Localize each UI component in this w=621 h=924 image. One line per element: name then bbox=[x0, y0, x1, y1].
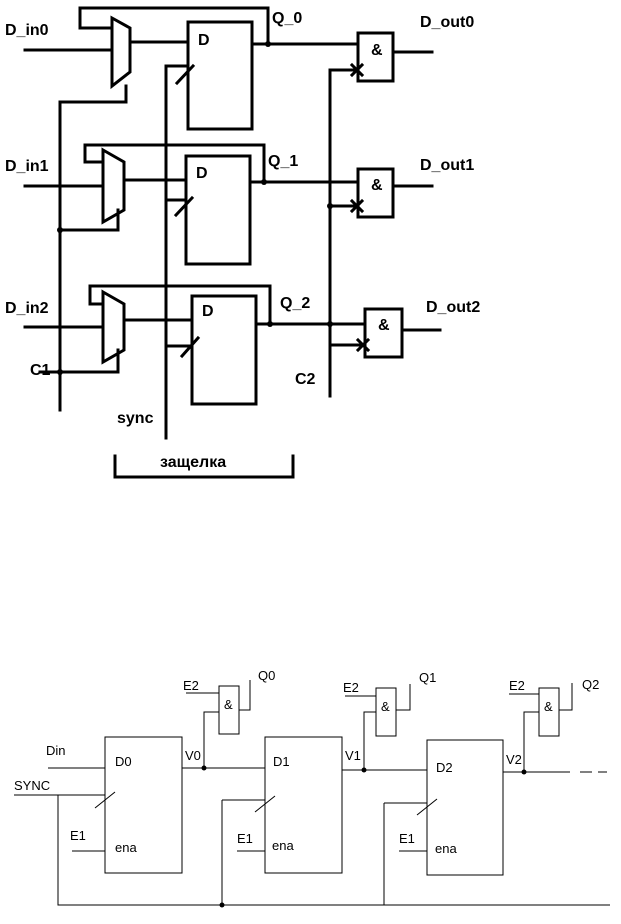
sync-bus bbox=[164, 64, 194, 440]
q0-out bbox=[239, 680, 251, 711]
and-b1-label: & bbox=[381, 699, 390, 714]
stage-1 bbox=[23, 143, 434, 266]
q2-label: Q_2 bbox=[280, 295, 310, 312]
stage-2 bbox=[23, 284, 442, 406]
clk-mark-b0 bbox=[94, 791, 116, 809]
v1-label: V1 bbox=[345, 748, 361, 763]
v0-to-and bbox=[203, 711, 219, 768]
d1-label: D1 bbox=[273, 754, 290, 769]
clk-mark-0 bbox=[174, 63, 196, 86]
mux-0 bbox=[110, 15, 132, 90]
ena-label-1: ena bbox=[272, 838, 294, 853]
d0-label: D0 bbox=[115, 754, 132, 769]
ena-label-0: ena bbox=[115, 840, 137, 855]
c2-bus bbox=[327, 68, 333, 398]
e1-label-0: E1 bbox=[70, 828, 86, 843]
q1-label-b: Q1 bbox=[419, 670, 436, 685]
bottom-schematic: Din SYNC E1 E1 E1 E2 E2 E2 & & & Q0 Q1 Q… bbox=[14, 668, 610, 908]
sync-label-b: SYNC bbox=[14, 778, 50, 793]
v2-to-and bbox=[523, 711, 539, 772]
ff2-d-label: D bbox=[202, 303, 214, 320]
q1-label: Q_1 bbox=[268, 153, 298, 170]
q2-feedback bbox=[88, 284, 272, 326]
e1-label-2: E1 bbox=[399, 831, 415, 846]
top-schematic: D_in0 D_in1 D_in2 D D D Q_0 Q_1 Q_2 & & … bbox=[5, 6, 480, 479]
and-b1 bbox=[375, 687, 397, 737]
d-flipflop-1 bbox=[184, 154, 252, 266]
c1-label: C1 bbox=[30, 362, 51, 379]
d-out2-label: D_out2 bbox=[426, 299, 480, 316]
v0-label: V0 bbox=[185, 748, 201, 763]
sync-label: sync bbox=[117, 410, 154, 427]
bottom-bus bbox=[57, 795, 610, 906]
and-gate-2 bbox=[363, 307, 404, 359]
c1-to-mux2 bbox=[58, 348, 120, 374]
latch-label: защелка bbox=[160, 454, 226, 471]
stage-0 bbox=[23, 6, 434, 131]
v2-label: V2 bbox=[506, 752, 522, 767]
d-out1-label: D_out1 bbox=[420, 157, 474, 174]
q2-label-b: Q2 bbox=[582, 677, 599, 692]
c2-label: C2 bbox=[295, 371, 316, 388]
e2-label-2: E2 bbox=[509, 678, 525, 693]
q0-label-b: Q0 bbox=[258, 668, 275, 683]
d-in2-label: D_in2 bbox=[5, 300, 49, 317]
e2-label-1: E2 bbox=[343, 680, 359, 695]
e2-label-0: E2 bbox=[183, 678, 199, 693]
d-in1-label: D_in1 bbox=[5, 158, 49, 175]
and-gate-1 bbox=[356, 167, 395, 219]
clk-mark-1 bbox=[173, 195, 195, 218]
and-b0-label: & bbox=[224, 697, 233, 712]
ena-label-2: ena bbox=[435, 841, 457, 856]
mux-2 bbox=[101, 289, 126, 365]
mux-1 bbox=[101, 147, 126, 225]
c1-bus bbox=[38, 84, 128, 412]
d-flipflop-0 bbox=[186, 20, 254, 131]
clk-mark-b1 bbox=[254, 795, 276, 813]
and2-label: & bbox=[378, 317, 390, 334]
din-label: Din bbox=[46, 743, 66, 758]
d2-label: D2 bbox=[436, 760, 453, 775]
q0-feedback bbox=[78, 6, 270, 46]
and-gate-0 bbox=[356, 31, 395, 83]
d-in0-label: D_in0 bbox=[5, 22, 49, 39]
v1-to-and bbox=[363, 711, 376, 770]
d-flipflop-2 bbox=[190, 294, 258, 406]
e1-label-1: E1 bbox=[237, 831, 253, 846]
q2-out bbox=[559, 683, 573, 711]
ff0-d-label: D bbox=[198, 32, 210, 49]
clk-mark-b2 bbox=[416, 798, 438, 816]
c1-to-mux0 bbox=[58, 84, 128, 104]
q0-label: Q_0 bbox=[272, 10, 302, 27]
q1-feedback bbox=[83, 143, 266, 184]
and0-label: & bbox=[371, 42, 383, 59]
ff-block-1 bbox=[264, 736, 343, 874]
and1-label: & bbox=[371, 177, 383, 194]
and-b2-label: & bbox=[544, 699, 553, 714]
ff-block-0 bbox=[104, 736, 183, 874]
q1-out bbox=[396, 684, 411, 711]
d-out0-label: D_out0 bbox=[420, 14, 474, 31]
latch-bracket bbox=[113, 454, 295, 479]
c1-to-mux1 bbox=[58, 208, 120, 232]
and-b2 bbox=[538, 687, 560, 737]
ff1-d-label: D bbox=[196, 165, 208, 182]
